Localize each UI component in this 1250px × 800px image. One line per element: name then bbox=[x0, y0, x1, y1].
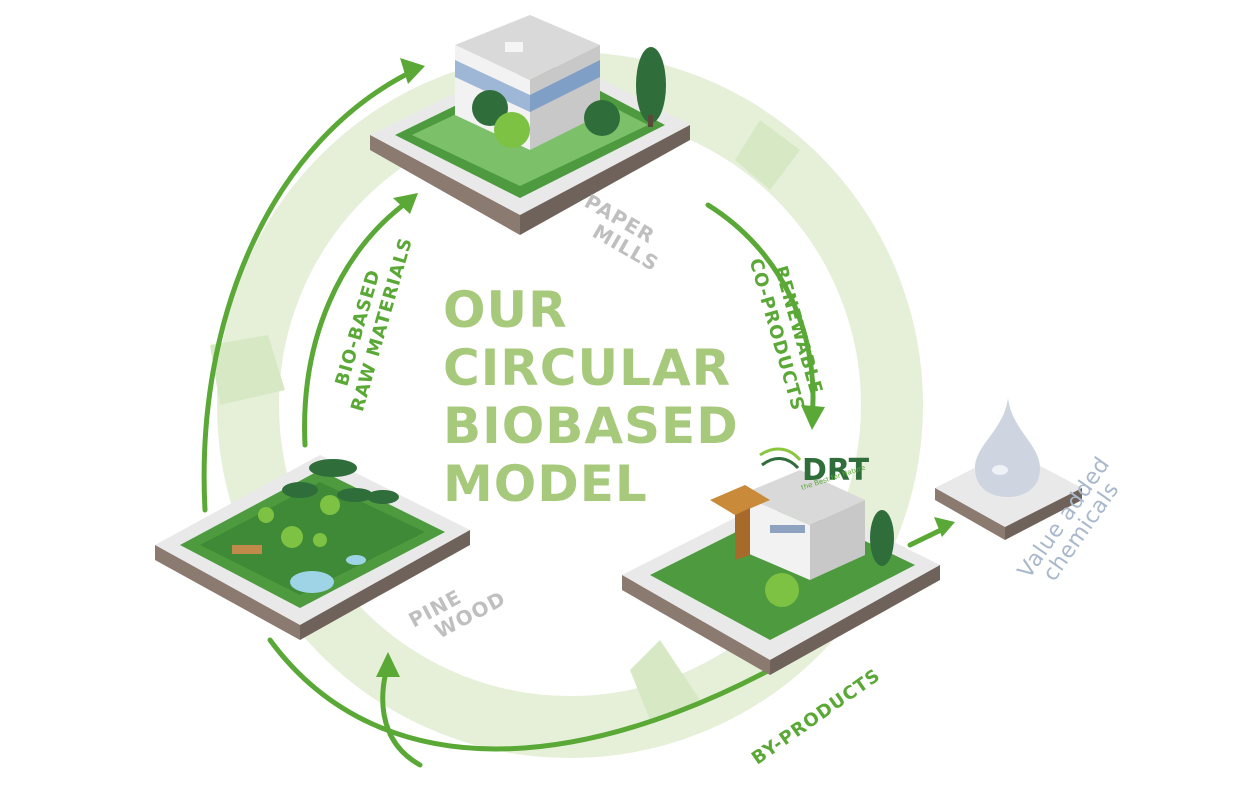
droplet-icon bbox=[975, 398, 1040, 497]
title-line-4: MODEL bbox=[443, 455, 648, 513]
title-line-1: OUR bbox=[443, 281, 568, 339]
arrow-outer-left bbox=[201, 67, 418, 513]
pine-wood-illustration bbox=[155, 455, 470, 640]
title-line-3: BIOBASED bbox=[443, 397, 739, 455]
arrow-heads bbox=[376, 58, 955, 677]
drt-logo: DRT the Best for Nature bbox=[759, 447, 870, 492]
paper-mills-illustration bbox=[370, 15, 690, 235]
arrow-to-chemicals bbox=[907, 525, 948, 548]
ring-chevron-top-right bbox=[735, 120, 800, 190]
drt-logo-text: DRT bbox=[802, 453, 870, 488]
title-line-2: CIRCULAR bbox=[443, 339, 732, 397]
ring-chevron-bottom bbox=[630, 640, 700, 720]
chemicals-illustration bbox=[935, 398, 1082, 540]
drt-facility-illustration bbox=[622, 470, 940, 675]
arrow-bottom bbox=[267, 607, 873, 752]
ring-chevron-left bbox=[210, 335, 285, 405]
arrow-renewable bbox=[705, 202, 816, 423]
arrow-inner-left bbox=[302, 197, 413, 448]
